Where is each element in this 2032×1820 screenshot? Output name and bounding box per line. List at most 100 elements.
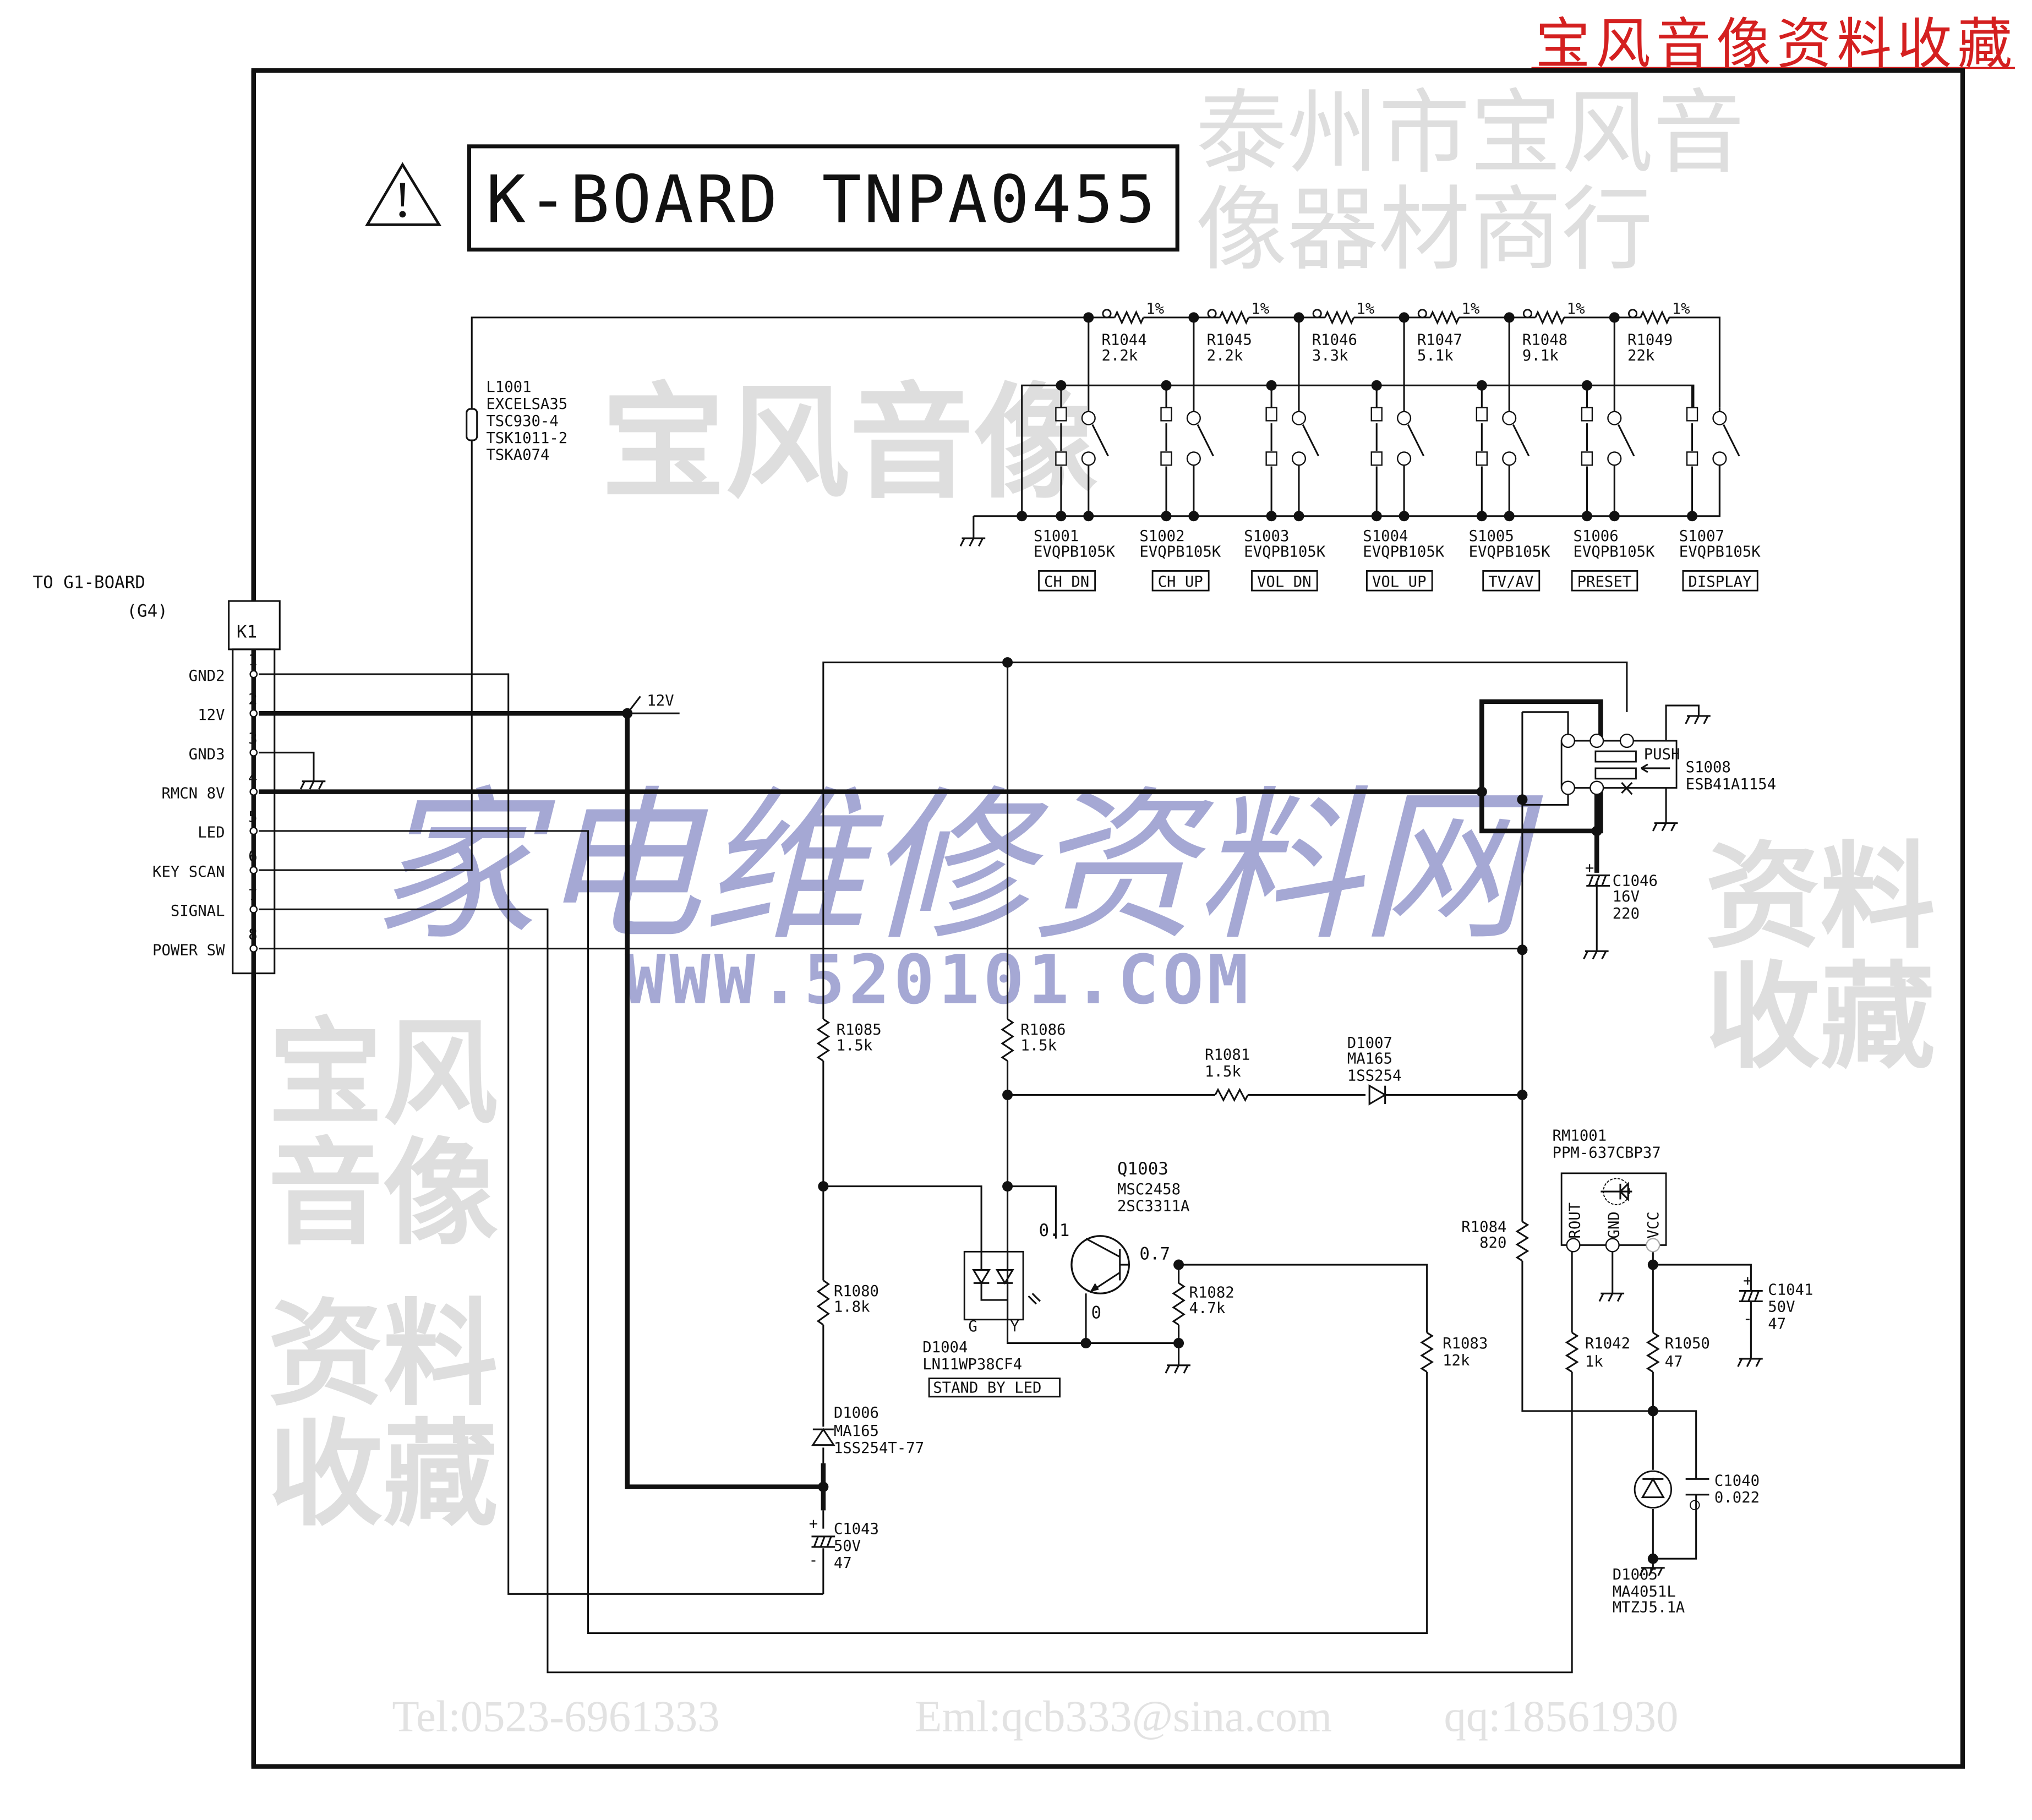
net-label-12v: 12V xyxy=(647,692,674,709)
resistor-ref: R1048 xyxy=(1522,332,1567,349)
safety-mark-icon xyxy=(1102,309,1112,319)
schematic-shape xyxy=(1739,1289,1763,1303)
resistor-r1084 xyxy=(1515,1221,1530,1262)
switch-ref: S1005 xyxy=(1469,528,1514,545)
schematic-shape xyxy=(1479,699,1603,834)
ground-icon xyxy=(1737,1358,1763,1367)
schematic-label: L1001 xyxy=(486,379,531,396)
watermark-row2b: 宝风音像 xyxy=(267,1012,498,1261)
schematic-shape xyxy=(1586,875,1610,887)
schematic-shape xyxy=(1081,411,1096,425)
schematic-label: 50V xyxy=(834,1538,861,1555)
capacitor-c1046: + C1046 16V 220 xyxy=(1585,860,1658,922)
resistor-zigzag xyxy=(1113,310,1144,325)
schematic-label: 1.5k xyxy=(1020,1037,1057,1054)
schematic-label: VCC xyxy=(1645,1211,1662,1238)
schematic-shape xyxy=(811,1535,835,1548)
schematic-shape xyxy=(1687,511,1698,522)
schematic-shape xyxy=(1621,781,1633,795)
schematic-shape xyxy=(1691,385,1740,516)
schematic-shape xyxy=(1266,511,1277,522)
pin-terminal xyxy=(249,748,258,757)
schematic-shape xyxy=(1581,451,1593,466)
switch-function-label: DISPLAY xyxy=(1688,573,1751,591)
resistors-and-grounds xyxy=(299,537,1763,1576)
schematic-shape xyxy=(1581,380,1592,391)
resistor-r1085 xyxy=(816,1018,831,1062)
schematic-shape xyxy=(1370,407,1383,422)
push-label: PUSH xyxy=(1644,746,1680,763)
schematic-shape xyxy=(1056,380,1067,391)
transistor-q1003: Q1003 MSC2458 2SC3311A 0.1 0.7 0 xyxy=(1039,1159,1190,1322)
pin-label: LED xyxy=(198,824,225,841)
schematic-shape xyxy=(1686,407,1698,422)
pin-terminal xyxy=(249,827,258,835)
schematic-label: C1046 xyxy=(1613,873,1658,890)
switch-function-label: CH DN xyxy=(1044,573,1089,591)
watermark-blue-url-box: WWW.520101.COM xyxy=(625,946,1248,1016)
schematic-shape xyxy=(259,830,1428,1635)
schematic-shape xyxy=(1560,734,1576,748)
schematic-label: 2SC3311A xyxy=(1117,1198,1189,1215)
resistor-zigzag xyxy=(1534,310,1565,325)
resistor-ref: R1045 xyxy=(1207,332,1252,349)
schematic-shape: + xyxy=(1585,860,1594,877)
schematic-shape xyxy=(1161,511,1172,522)
schematic-shape xyxy=(1081,451,1096,466)
schematic-shape xyxy=(1028,1293,1041,1305)
schematic-shape xyxy=(1368,1084,1387,1106)
ground-icon xyxy=(959,537,986,547)
schematic-label: R1081 xyxy=(1205,1046,1250,1063)
resistor-value: 9.1k xyxy=(1522,347,1559,364)
watermarks: 宝风音像 资料收藏 资料收藏 宝风音像 泰州市宝风音像器材商行 Tel:0523… xyxy=(267,86,1935,1742)
watermark-blue-cn: 家电维修资料网 xyxy=(372,781,1525,958)
schematic-shape xyxy=(1686,451,1698,466)
schematic-shape xyxy=(399,211,406,218)
schematic-shape xyxy=(1265,451,1277,466)
schematic-shape xyxy=(1581,407,1593,422)
switch-function-label: VOL UP xyxy=(1372,573,1427,591)
watermark-email-box: Eml:qcb333@sina.com xyxy=(915,1696,1332,1742)
schematic-shape xyxy=(1665,704,1700,823)
schematic-shape xyxy=(400,183,406,207)
schematic-label: 12k xyxy=(1443,1352,1470,1369)
ground-icon xyxy=(1652,822,1678,832)
function-label-box xyxy=(1038,570,1096,592)
watermark-tel: Tel:0523-6961333 xyxy=(392,1696,720,1742)
schematic-shape xyxy=(1266,380,1277,391)
switch-ref: S1006 xyxy=(1574,528,1619,545)
schematic-label: 47 xyxy=(1665,1353,1683,1370)
switch-part: EVQPB105K xyxy=(1363,543,1444,560)
schematic-shape xyxy=(1476,451,1488,466)
tolerance: 1% xyxy=(1146,300,1164,318)
schematic-shape xyxy=(1641,1477,1665,1499)
schematic-shape xyxy=(818,1181,829,1192)
schematic-shape xyxy=(1586,317,1635,516)
standby-led-label: STAND BY LED xyxy=(933,1380,1041,1397)
schematic-shape xyxy=(811,1428,835,1446)
schematic-shape: + xyxy=(809,1516,818,1533)
sheet-border xyxy=(251,68,1965,1769)
resistor-ref: R1049 xyxy=(1627,332,1673,349)
ground-icon xyxy=(1639,1567,1665,1576)
connector-k1: TO G1-BOARD (G4) K1 1GND2212V3GND34RMCN … xyxy=(33,70,281,1767)
schematic-shape xyxy=(1634,1470,1672,1509)
tolerance: 1% xyxy=(1672,300,1690,318)
schematic-shape xyxy=(1609,511,1620,522)
schematic-shape xyxy=(1653,1264,1752,1359)
tolerance: 1% xyxy=(1462,300,1480,318)
inductor-l1001: L1001 EXCELSA35 TSC930-4 TSK1011-2 TSKA0… xyxy=(466,379,567,464)
key-switch-ladder: 1%R10442.2k1%R10452.2k1%R10463.3k1%R1047… xyxy=(973,300,1761,592)
switch-function-label: VOL DN xyxy=(1257,573,1312,591)
watermark-qq-box: qq:18561930 xyxy=(1444,1696,1678,1740)
watermark-email: Eml:qcb333@sina.com xyxy=(915,1696,1332,1742)
schematic-shape xyxy=(1055,451,1067,466)
schematic-shape: - xyxy=(1743,1310,1752,1327)
